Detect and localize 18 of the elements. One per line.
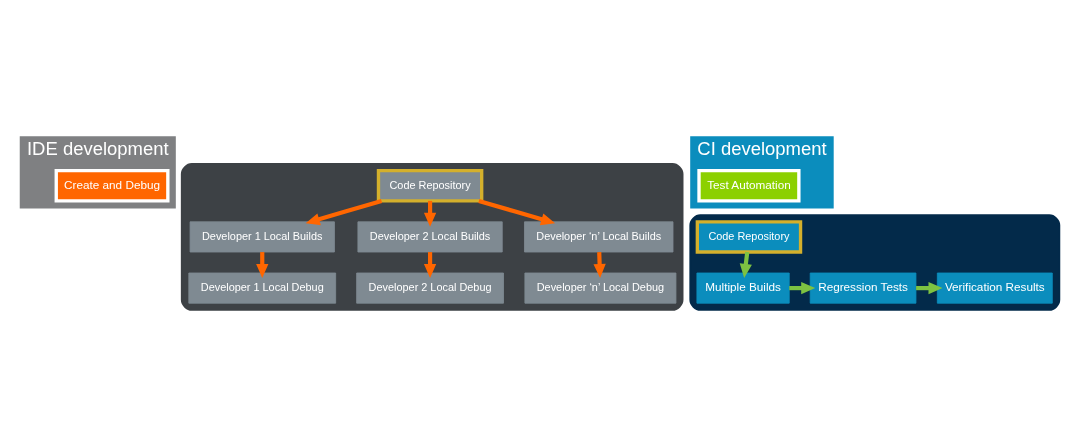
node-box: Developer ‘n’ Local Debug xyxy=(524,272,677,304)
arrow xyxy=(478,198,556,225)
arrow xyxy=(593,251,606,278)
node-box: Verification Results xyxy=(936,272,1053,304)
arrow xyxy=(305,198,383,225)
node-box: Code Repository xyxy=(695,219,803,254)
cluster xyxy=(689,213,1061,311)
node-box: Regression Tests xyxy=(809,272,917,304)
node-box: Developer ‘n’ Local Builds xyxy=(524,220,674,252)
node-box: Developer 2 Local Debug xyxy=(356,272,504,304)
node-box: Create and Debug xyxy=(54,168,170,202)
node-box: Multiple Builds xyxy=(696,272,790,304)
node-box: Developer 1 Local Builds xyxy=(189,220,335,252)
node-box: Test Automation xyxy=(697,168,801,202)
cluster xyxy=(180,162,684,311)
node-box: Code Repository xyxy=(376,168,484,202)
node-box: Developer 2 Local Builds xyxy=(357,220,503,252)
node-box: Developer 1 Local Debug xyxy=(188,272,337,304)
